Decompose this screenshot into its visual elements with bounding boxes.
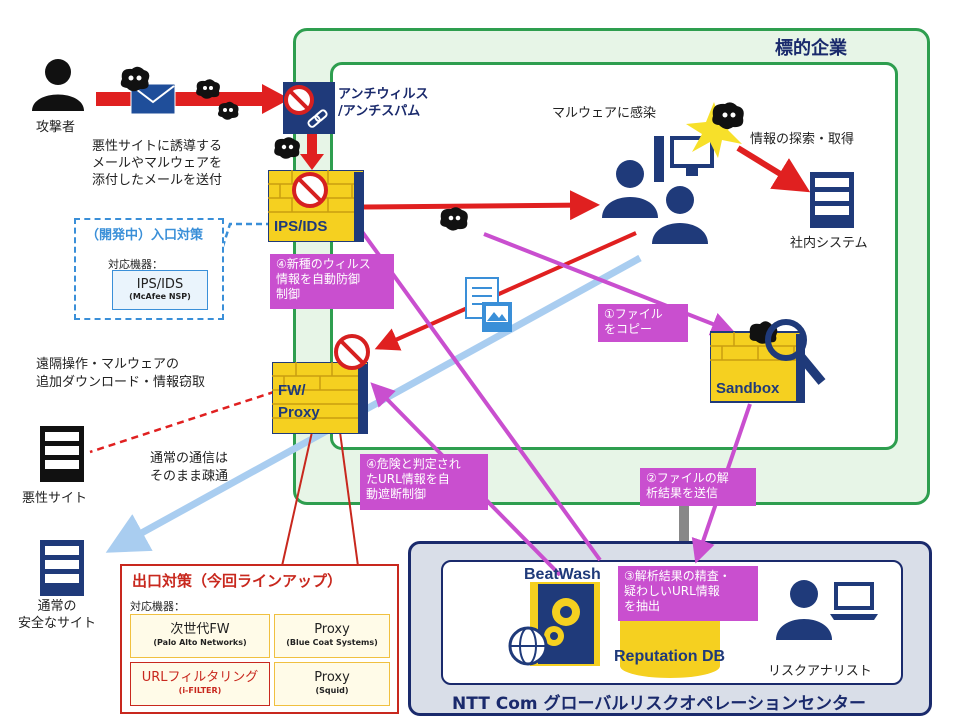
exit-panel-devices-label: 対応機器： — [130, 600, 185, 613]
vendor-cell-proxy-squid: Proxy (Squid) — [274, 662, 390, 706]
vendor-cell-ngfw: 次世代FW (Palo Alto Networks) — [130, 614, 270, 658]
internal-system-label: 社内システム — [790, 236, 868, 251]
safe-server-icon — [40, 540, 84, 596]
av-to-ips-arrow — [300, 122, 324, 170]
antivirus-label: アンチウィルス /アンチスパム — [338, 87, 429, 119]
exit-panel-title: 出口対策（今回ラインアップ） — [132, 572, 343, 590]
email-description: 悪性サイトに誘導する メールやマルウェアを 添付したメールを送付 — [92, 139, 223, 188]
ips-ids-label: IPS/IDS — [274, 218, 328, 235]
risk-analyst-icon — [776, 580, 878, 640]
ips-ids-firewall — [268, 170, 364, 242]
step4-url-block-box: ④危険と判定され たURL情報を自 動遮断制御 — [360, 454, 488, 510]
step2-send-result-box: ②ファイルの解 析結果を送信 — [640, 468, 756, 506]
vendor-cell-proxy-bluecoat: Proxy (Blue Coat Systems) — [274, 614, 390, 658]
dev-panel-devices-label: 対応機器： — [108, 258, 163, 271]
vendor-cell-url-filtering: URLフィルタリング (i-FILTER) — [130, 662, 270, 706]
dev-panel-title: （開発中）入口対策 — [86, 228, 204, 243]
dev-panel-vendor: (McAfee NSP) — [129, 292, 191, 301]
malicious-server-icon — [40, 426, 84, 482]
malicious-site-label: 悪性サイト — [22, 491, 88, 506]
antivirus-icon — [283, 82, 335, 134]
safe-site-label: 通常の 安全なサイト — [17, 599, 96, 631]
server-icon — [810, 172, 854, 228]
attacker-icon — [32, 59, 84, 111]
sandbox-icon — [710, 319, 826, 403]
virus-icon — [218, 101, 239, 120]
fw-proxy-label: FW/ Proxy — [278, 382, 320, 421]
info-search-label: 情報の探索・取得 — [750, 132, 855, 147]
step3-extract-box: ③解析結果の精査・ 疑わしいURL情報 を抽出 — [618, 566, 758, 621]
soc-title: NTT Com グローバルリスクオペレーションセンター — [452, 694, 867, 714]
virus-icon — [274, 137, 300, 159]
attacker-label: 攻撃者 — [36, 120, 76, 135]
step1-copy-file-box: ①ファイル をコピー — [598, 304, 688, 342]
fw-to-exit-line — [281, 431, 313, 567]
infection-burst-icon — [686, 102, 742, 158]
dev-panel-product-box: IPS/IDS (McAfee NSP) — [112, 270, 208, 310]
remote-operation-label: 遠隔操作・マルウェアの 追加ダウンロード・情報窃取 — [36, 357, 206, 390]
virus-icon — [440, 207, 468, 231]
envelope-icon — [130, 83, 176, 115]
sandbox-label: Sandbox — [716, 380, 780, 397]
document-icon — [465, 277, 512, 332]
risk-analyst-label: リスクアナリスト — [768, 664, 872, 679]
beatwash-icon — [508, 582, 600, 666]
user-to-fw-arrow — [374, 231, 637, 351]
search-arrow — [736, 145, 811, 193]
normal-communication-label: 通常の通信は そのまま疎通 — [150, 451, 229, 484]
block-icon — [334, 334, 370, 370]
fw-proxy-firewall — [272, 362, 368, 434]
dev-panel-product: IPS/IDS — [136, 277, 184, 292]
target-company-title: 標的企業 — [775, 38, 847, 59]
reputation-db-label: Reputation DB — [614, 648, 726, 665]
ips-to-dev-dashed — [216, 222, 272, 263]
fw-to-exit-line-2 — [339, 431, 359, 567]
ips-to-user-arrow — [363, 190, 600, 221]
virus-icon — [712, 102, 744, 130]
step4-auto-defense-box: ④新種のウィルス 情報を自動防御 制御 — [270, 254, 394, 309]
infection-label: マルウェアに感染 — [552, 106, 657, 121]
virus-icon — [196, 79, 220, 99]
beatwash-label: BeatWash — [524, 566, 601, 583]
connector-bar — [679, 505, 689, 541]
virus-icon — [120, 66, 150, 92]
